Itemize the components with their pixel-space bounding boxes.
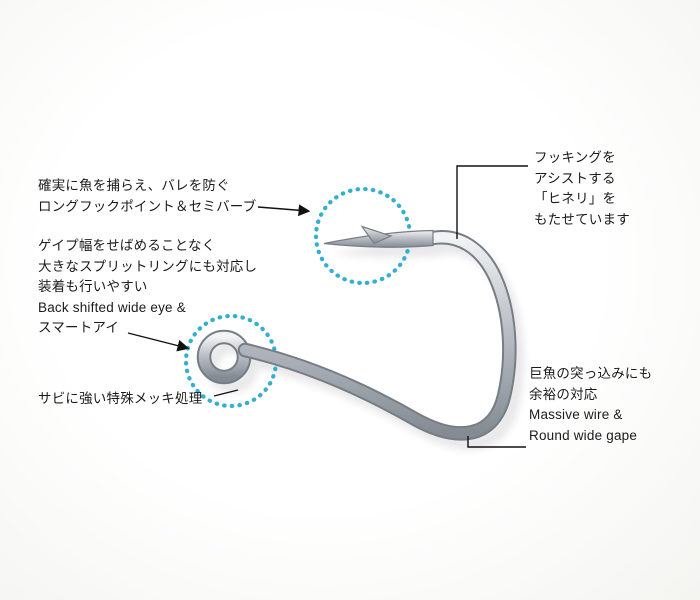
annotation-line: 「ヒネリ」を [534,191,617,207]
annotation-line: Back shifted wide eye & [38,299,186,315]
annotation-line: 大きなスプリットリングにも対応し [38,258,258,274]
annotation-line: 装着も行いやすい [38,279,148,295]
hook-wire-inner [239,232,515,439]
annotation-line: Massive wire & [529,407,623,423]
annotation-line: フッキングを [534,150,616,165]
annotation-point: 確実に魚を捕らえ、バレを防ぐ ロングフックポイント＆セミバーブ [38,176,256,217]
annotation-line: サビに強い特殊メッキ処理 [38,391,203,406]
callout-line-point [257,204,311,217]
annotation-line: 巨魚の突っ込みにも [529,366,653,381]
callout-line-wire [467,436,526,448]
callout-line-eye [127,332,190,352]
annotation-twist: フッキングを アシストする 「ヒネリ」を もたせています [534,148,630,230]
callout-line-twist [456,165,528,239]
annotation-line: 余裕の対応 [529,386,598,402]
annotation-line: ロングフックポイント＆セミバーブ [38,198,257,214]
annotation-line: 確実に魚を捕らえ、バレを防ぐ [38,178,230,193]
annotation-line: スマートアイ [38,320,120,336]
annotation-line: Round wide gape [529,427,638,443]
callout-line-plating [213,389,239,397]
annotation-line: アシストする [534,170,616,186]
annotation-plating: サビに強い特殊メッキ処理 [38,389,202,410]
hook-barb [360,225,393,245]
hook-shadow [206,240,524,450]
annotation-line: ゲイプ幅をせばめることなく [38,238,216,253]
annotation-line: もたせています [534,211,630,227]
hook-illustration [196,225,517,441]
callout-lines [127,165,528,448]
annotation-wire: 巨魚の突っ込みにも 余裕の対応 Massive wire & Round wid… [529,364,652,446]
annotation-eye: ゲイプ幅をせばめることなく 大きなスプリットリングにも対応し 装着も行いやすい … [38,236,257,339]
